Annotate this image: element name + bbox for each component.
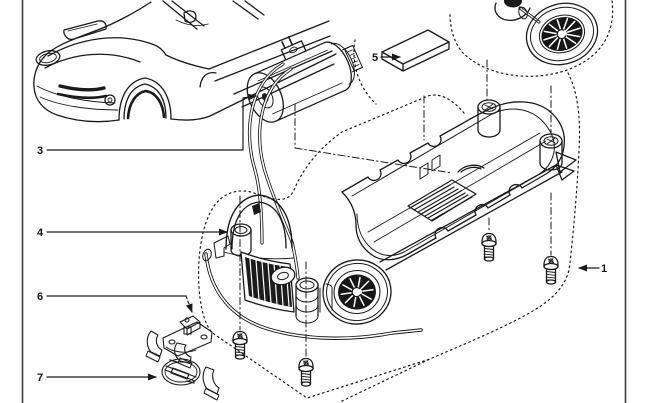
leader-6-dashed (185, 295, 193, 313)
front-wheel (322, 259, 392, 325)
steering-post-cylinder (295, 277, 319, 324)
door-side-lines (208, 20, 335, 108)
callout-3: 3 (37, 145, 43, 157)
motor-wires (247, 62, 300, 280)
callout-4: 4 (37, 227, 44, 239)
rear-fin (555, 151, 577, 173)
screw (298, 357, 314, 387)
wheel-spokes (543, 17, 581, 50)
fog-light (104, 94, 116, 106)
motor (246, 35, 363, 123)
switch-clip (146, 330, 163, 357)
callout-5: 5 (372, 52, 378, 64)
callout-6: 6 (37, 291, 43, 303)
front-bumper (204, 252, 423, 340)
page-frame (21, 0, 627, 403)
car-body-shell (33, 0, 337, 123)
front-bumper-assembly (202, 194, 423, 340)
rear-axle-assembly (494, 0, 599, 66)
screw (232, 330, 248, 360)
screw (543, 255, 559, 285)
motor-bracket (280, 40, 307, 61)
leader-lines (46, 53, 600, 381)
headlight (35, 50, 61, 66)
rear-wheel (525, 2, 599, 66)
chassis-post-mid (539, 133, 563, 171)
curved-slot (457, 164, 485, 173)
chassis-post-rear (477, 99, 501, 138)
assembly-boundary-dotted (198, 0, 614, 403)
power-switch (145, 315, 213, 369)
windshield-pillar (162, 0, 205, 30)
side-rail (379, 164, 563, 271)
axle-gear (518, 6, 528, 20)
side-mirror (183, 10, 197, 24)
callout-labels: 1 3 4 5 6 7 (37, 52, 607, 384)
bottom-cover-disc (161, 358, 220, 401)
screw (481, 232, 497, 262)
hood-scoop (63, 20, 107, 41)
wheel-spokes (340, 276, 374, 308)
alignment-lines (239, 59, 552, 358)
switch-clip (174, 342, 192, 364)
battery-compartment (407, 179, 477, 222)
chassis (341, 99, 577, 271)
leader-3 (46, 93, 257, 151)
disc-clip (202, 366, 220, 395)
motor-pinion-gear (343, 44, 363, 72)
flat-bar-part (381, 29, 450, 72)
grille-slot (58, 84, 106, 92)
round-mount-hole (270, 266, 296, 286)
front-wheel-arch (118, 77, 172, 121)
callout-1: 1 (601, 263, 607, 275)
callout-7: 7 (37, 372, 43, 384)
